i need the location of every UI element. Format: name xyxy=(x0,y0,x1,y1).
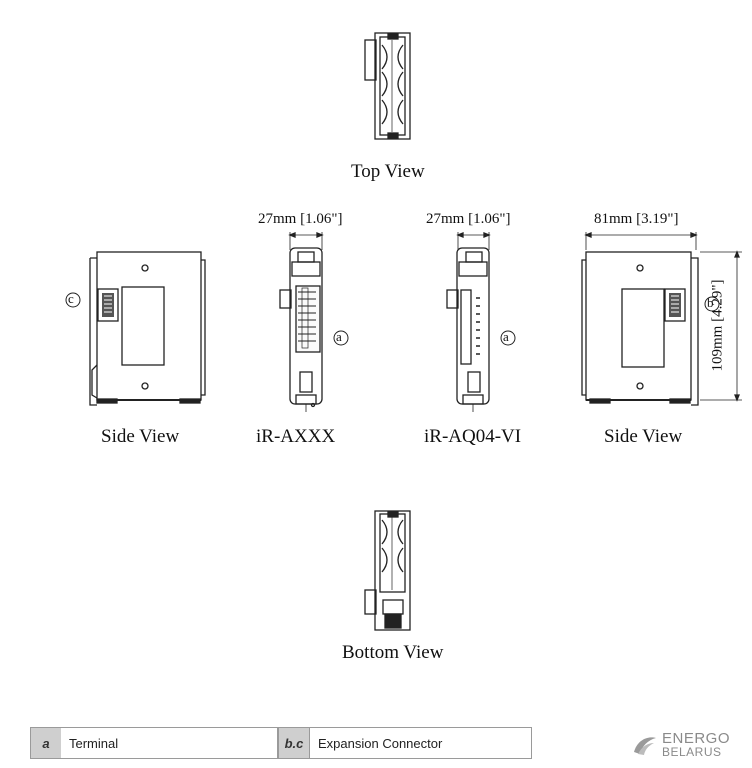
module-2-drawing xyxy=(446,232,491,412)
bottom-view-label: Bottom View xyxy=(342,642,444,663)
callout-c: c xyxy=(68,291,74,306)
dimension-module-2-width: 27mm [1.06"] xyxy=(426,211,511,227)
callout-a-2: a xyxy=(503,329,509,344)
top-view-drawing xyxy=(364,32,411,140)
legend-value-expansion-connector: Expansion Connector xyxy=(309,728,531,758)
legend-table: a Terminal b.c Expansion Connector xyxy=(30,727,532,759)
logo-mark-icon xyxy=(634,736,656,755)
dimension-side-height: 109mm [4.29"] xyxy=(709,279,726,372)
legend-key-bc: b.c xyxy=(278,728,309,758)
top-view-label: Top View xyxy=(351,161,425,182)
dimension-module-1-width: 27mm [1.06"] xyxy=(258,211,343,227)
logo-line-2: BELARUS xyxy=(662,745,722,759)
logo-line-1: ENERGO xyxy=(662,730,731,747)
side-view-right-drawing xyxy=(581,232,742,406)
legend-value-terminal: Terminal xyxy=(61,728,278,758)
callout-a-1: a xyxy=(336,329,342,344)
side-view-right-label: Side View xyxy=(604,426,683,447)
module-1-drawing xyxy=(279,232,324,412)
side-view-left-label: Side View xyxy=(101,426,180,447)
dimension-side-width: 81mm [3.19"] xyxy=(594,211,679,227)
side-view-left-drawing xyxy=(89,251,206,406)
module-2-label: iR-AQ04-VI xyxy=(424,426,522,447)
energo-belarus-logo: ENERGO BELARUS xyxy=(632,731,730,758)
legend-key-a: a xyxy=(31,728,61,758)
callout-b: b xyxy=(707,295,714,310)
callout-circles xyxy=(65,292,720,346)
bottom-view-drawing xyxy=(364,510,411,631)
module-1-label: iR-AXXX xyxy=(256,426,336,447)
